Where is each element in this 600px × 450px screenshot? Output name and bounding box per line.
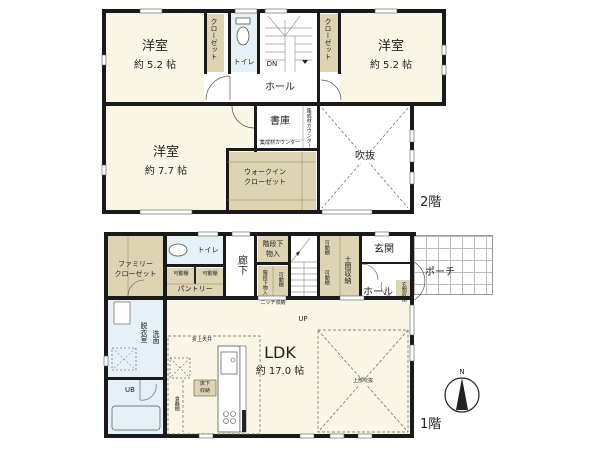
room-size: 約 17.0 帖: [255, 366, 305, 377]
ldk: [167, 300, 410, 434]
shelf-label: 可動棚: [277, 272, 284, 287]
room-name: 食器棚: [173, 396, 180, 411]
room-name: 床下: [199, 381, 210, 387]
room-name: UB: [125, 386, 135, 394]
room-size: 約 5.2 帖: [133, 60, 177, 71]
room-name: ウォークイン: [244, 168, 286, 176]
stairs-direction: UP: [298, 315, 308, 323]
compass-north-label: N: [459, 368, 465, 376]
room-name: 吹抜: [340, 151, 390, 163]
room-name: 階段下物入: [261, 270, 268, 295]
entrance-storage: [396, 280, 410, 296]
shelf-label: 可動棚: [323, 240, 330, 255]
room-name: 洗面: [152, 330, 161, 344]
stairs-2f: [260, 12, 317, 72]
corridor: [227, 236, 254, 298]
room-name: トイレ: [233, 58, 255, 66]
room-name: 廊下: [235, 255, 247, 275]
family-closet: [108, 236, 163, 298]
room-name: 玄関: [374, 244, 394, 255]
hall-1f: [362, 278, 394, 296]
room-name: ポーチ: [425, 267, 455, 278]
counter-label: 集成材カウンター: [305, 108, 312, 148]
ceiling-label: 折上天井: [191, 337, 212, 343]
room-name: クローゼット: [244, 178, 286, 186]
under-stairs-storage: [258, 236, 288, 262]
room-name: トイレ: [197, 246, 219, 254]
room-name: ホール: [363, 287, 393, 298]
shelf-label: 可動棚: [173, 271, 189, 277]
porch: [413, 235, 493, 295]
room-name: 洋室: [152, 145, 179, 160]
room-size: 約 5.2 帖: [369, 60, 413, 71]
room-name: 洋室: [141, 39, 168, 54]
room-size: 約 7.7 帖: [144, 166, 188, 177]
room-name: クローゼット: [114, 270, 157, 278]
room-name: 脱衣室: [140, 322, 149, 343]
room-name: ホール: [265, 82, 295, 93]
room-name: 物入: [266, 250, 280, 258]
room-name: 洋室: [377, 39, 404, 54]
room-name: 書庫: [270, 116, 290, 127]
stairs-direction: DN: [266, 60, 278, 68]
closet-ne: [320, 14, 338, 72]
shelf-label: 可動棚: [323, 270, 330, 285]
shelf-label: 可動棚: [202, 271, 218, 277]
room-name: LDK: [264, 343, 296, 362]
western-room-ne: [340, 12, 442, 102]
closet-nw: [206, 14, 224, 72]
room-name: 階段下: [262, 240, 284, 248]
room-name: 玄関収納: [400, 282, 407, 302]
void-label: 上部吹抜: [340, 378, 386, 385]
room-name: クローゼット: [210, 18, 219, 60]
room-name: クローゼット: [324, 18, 333, 60]
floor-label: 1階: [420, 417, 442, 432]
floor-label: 2階: [420, 195, 442, 210]
room-name: 土間収納: [344, 256, 353, 284]
room-name: ファミリー: [118, 260, 153, 268]
western-room-nw: [106, 12, 204, 102]
entrance: [362, 236, 410, 262]
niche-label: ニッチ収納: [260, 300, 286, 306]
counter-label: 集成材カウンター: [259, 140, 300, 146]
library: [258, 106, 302, 148]
room-name: パントリー: [177, 285, 213, 293]
room-name: 収納: [199, 388, 210, 394]
